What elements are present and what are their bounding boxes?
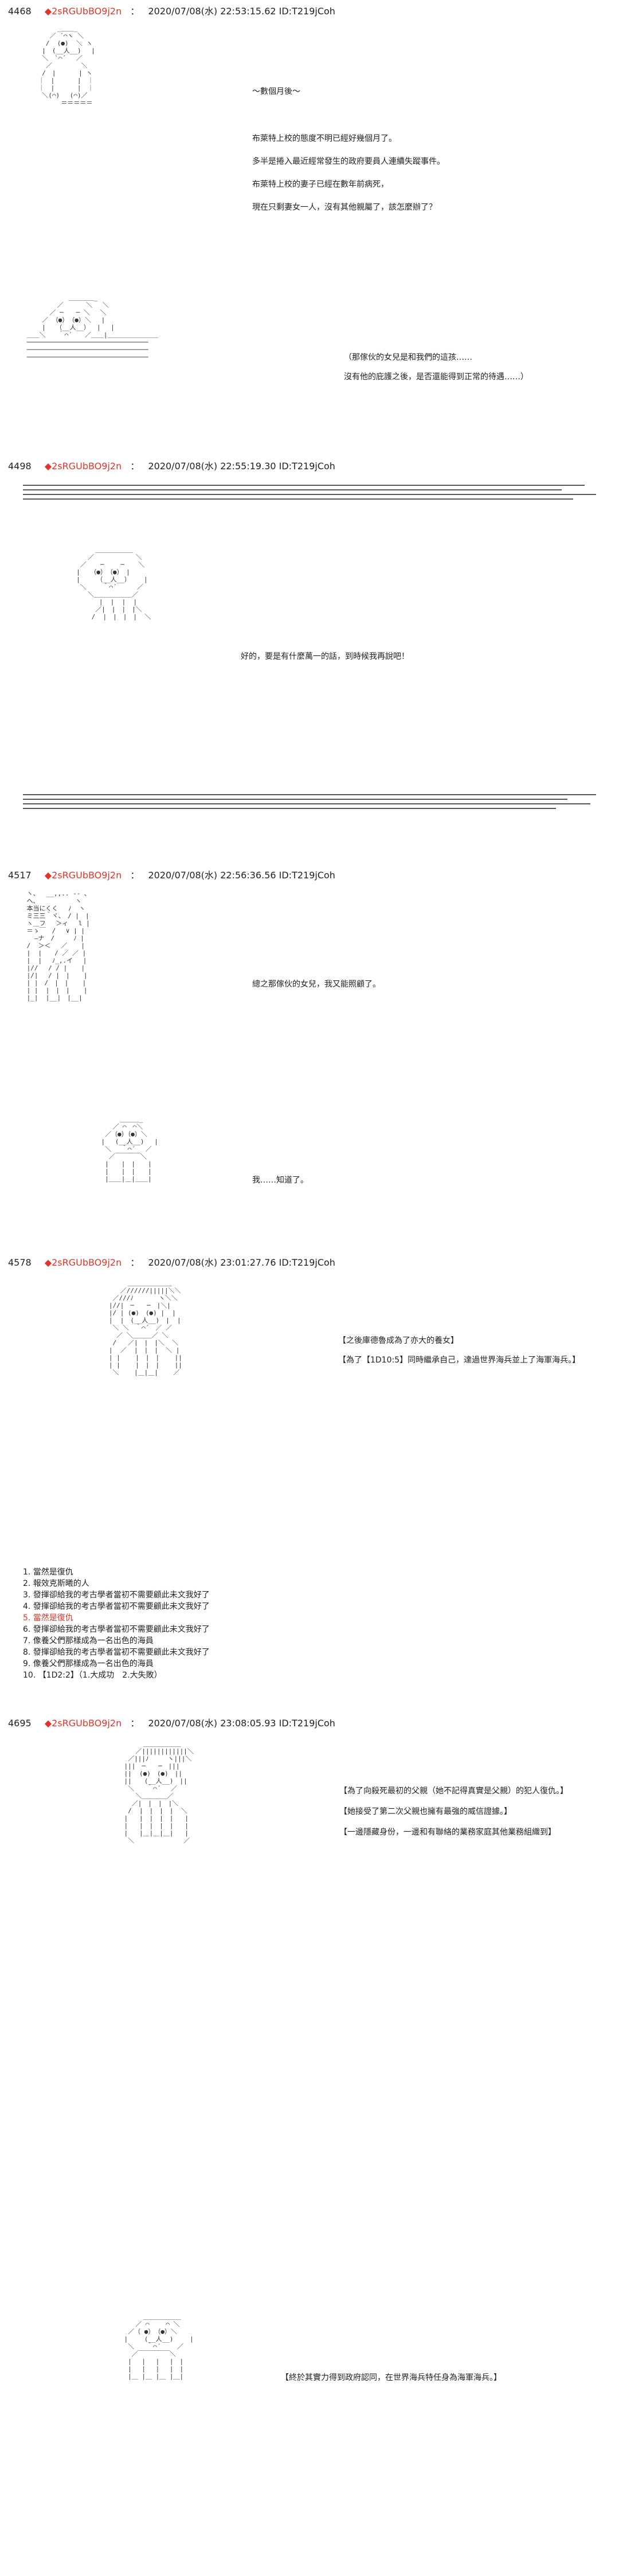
post-number[interactable]: 4498 [8,461,32,472]
post-header: 4517 ◆2sRGUbBO9j2n ： 2020/07/08(水) 22:56… [8,870,335,881]
post-header: 4468 ◆2sRGUbBO9j2n ： 2020/07/08(水) 22:53… [8,6,335,17]
choice-3: 3. 發揮卻給我的考古學者當初不需要顧此未文我好了 [23,1591,210,1600]
narration-0: ～數個月後～ [252,87,300,96]
post-number[interactable]: 4695 [8,1718,32,1729]
narration-1: 【為了【1D10:5】同時繼承自己，達過世界海兵並上了海軍海兵。】 [338,1356,581,1365]
dialogue-0: 好的，要是有什麼萬一的話，到時候我再說吧！ [241,652,409,661]
post-number[interactable]: 4517 [8,870,32,881]
post-date: 2020/07/08(水) 22:56:36.56 ID:T219jCoh [148,870,335,881]
post-date: 2020/07/08(水) 23:08:05.93 ID:T219jCoh [148,1718,335,1729]
post-4468: 4468 ◆2sRGUbBO9j2n ： 2020/07/08(水) 22:53… [0,0,619,516]
post-4695: 4695 ◆2sRGUbBO9j2n ： 2020/07/08(水) 23:08… [0,1715,619,2575]
post-header: 4578 ◆2sRGUbBO9j2n ： 2020/07/08(水) 23:01… [8,1257,335,1268]
dialogue-1: 我……知道了。 [252,1176,308,1185]
choice-10: 10. 【1D2:2】（1.大成功 2.大失敗） [23,1671,162,1680]
narration-1: 布萊特上校的態度不明已經好幾個月了。 [252,134,397,143]
speed-lines-bottom [23,791,596,812]
narration-0: 【為了向殺死最初的父親（她不記得真實是父親）的犯人復仇。】 [339,1786,568,1796]
choice-5-selected: 5. 當然是復仇 [23,1613,73,1623]
post-4517: 4517 ◆2sRGUbBO9j2n ： 2020/07/08(水) 22:56… [0,867,619,1303]
choice-1: 1. 當然是復仇 [23,1568,73,1577]
post-header: 4695 ◆2sRGUbBO9j2n ： 2020/07/08(水) 23:08… [8,1718,335,1729]
dialogue-0: 總之那傢伙的女兒，我又能照顧了。 [252,980,381,989]
post-date: 2020/07/08(水) 22:55:19.30 ID:T219jCoh [148,461,335,472]
narration-2: 【一邊隱藏身份，一邊和有聯絡的業務家庭其他業務組織到】 [339,1828,556,1837]
poster-name: ◆2sRGUbBO9j2n [44,461,122,472]
ascii-art: ＿＿＿＿＿＿＿ ／//////|||||＼＼ ／///ﾉ ヽ＼＼ |//| ─ … [108,1279,182,1376]
choice-6: 6. 發揮卻給我的考古學者當初不需要顧此未文我好了 [23,1625,210,1634]
ascii-art-2: ＿＿＿＿＿＿ ／ ⌒ ⌒ ＼ ／（ ●） （●）＼ | (__人__) | ＼ … [124,2313,194,2380]
ascii-art: ヽ、 __,,.. -‐ ､ へ､ ヽ 本当にくく ﾉ ヽ ミ三三｀ヾ、 / |… [26,890,90,1002]
ascii-art-2: ＿＿＿_ ／ ⌒ ⌒＼ ／（●）（●）＼ | (__人__) | ＼ ｀⌒´ ／… [101,1116,158,1183]
narration-4: 現在只剩妻女一人，沒有其他親屬了，該怎麼辦了？ [252,203,437,212]
poster-name: ◆2sRGUbBO9j2n [44,6,122,17]
speed-lines-top [23,481,596,503]
ascii-art: ＿＿＿＿＿＿ ／ ＼ ／ ─ ─ ＼ | （●） （●） | | （__人__）… [76,546,151,621]
thought-0: （那傢伙的女兒是和我們的這孩…… [344,353,472,362]
ascii-art: _＿＿_ ／ ´⌒ヽ ＼ / (●) ＼ ヽ | (__人__) | ＼ `⌒´… [38,25,95,107]
post-date: 2020/07/08(水) 23:01:27.76 ID:T219jCoh [148,1257,335,1268]
poster-name: ◆2sRGUbBO9j2n [44,1718,122,1729]
narration-0: 【之後庫德魯成為了亦大的養女】 [338,1336,459,1345]
narration-3: 【終於其實力得到政府認同，在世界海兵特任身為海軍海兵。】 [281,2373,502,2382]
poster-name: ◆2sRGUbBO9j2n [44,870,122,881]
post-date: 2020/07/08(水) 22:53:15.62 ID:T219jCoh [148,6,335,17]
choice-list: 1. 當然是復仇 2. 報效克斯曦的人 3. 發揮卻給我的考古學者當初不需要顧此… [23,1566,210,1681]
post-number[interactable]: 4578 [8,1257,32,1268]
post-4498: 4498 ◆2sRGUbBO9j2n ： 2020/07/08(水) 22:55… [0,458,619,871]
post-4578: 4578 ◆2sRGUbBO9j2n ： 2020/07/08(水) 23:01… [0,1255,619,1759]
choice-2: 2. 報效克斯曦的人 [23,1579,89,1588]
ascii-art-2: ＿＿＿＿_ ／ ＼ ＼ ／ ─ ─ ＼ ＼ ／ （●） （●）＼ | | （__… [26,294,158,361]
narration-3: 布萊特上校的妻子已經在數年前病死， [252,180,389,189]
narration-box: 【為了向殺死最初的父親（她不記得真實是父親）的犯人復仇。】 【她接受了第二次父親… [339,1785,568,1838]
ascii-art: ＿＿＿＿＿＿ ／||||||||||||＼ ／|||ﾉ ヽ|||＼ ||| ─ … [124,1740,194,1844]
narration-2: 多半是捲入最近經常發生的政府要員人連續失蹤事件。 [252,157,445,166]
narration-1: 【她接受了第二次父親也擁有最強的威信證據。】 [339,1807,512,1816]
choice-4: 4. 發揮卻給我的考古學者當初不需要顧此未文我好了 [23,1602,210,1611]
thought-1: 沒有他的庇護之後，是否還能得到正常的待遇……） [344,372,528,382]
poster-name: ◆2sRGUbBO9j2n [44,1257,122,1268]
post-number[interactable]: 4468 [8,6,32,17]
post-header: 4498 ◆2sRGUbBO9j2n ： 2020/07/08(水) 22:55… [8,461,335,472]
choice-7: 7. 像養父們那樣成為一名出色的海員 [23,1636,154,1646]
choice-8: 8. 發揮卻給我的考古學者當初不需要顧此未文我好了 [23,1648,210,1657]
choice-9: 9. 像養父們那樣成為一名出色的海員 [23,1659,154,1668]
